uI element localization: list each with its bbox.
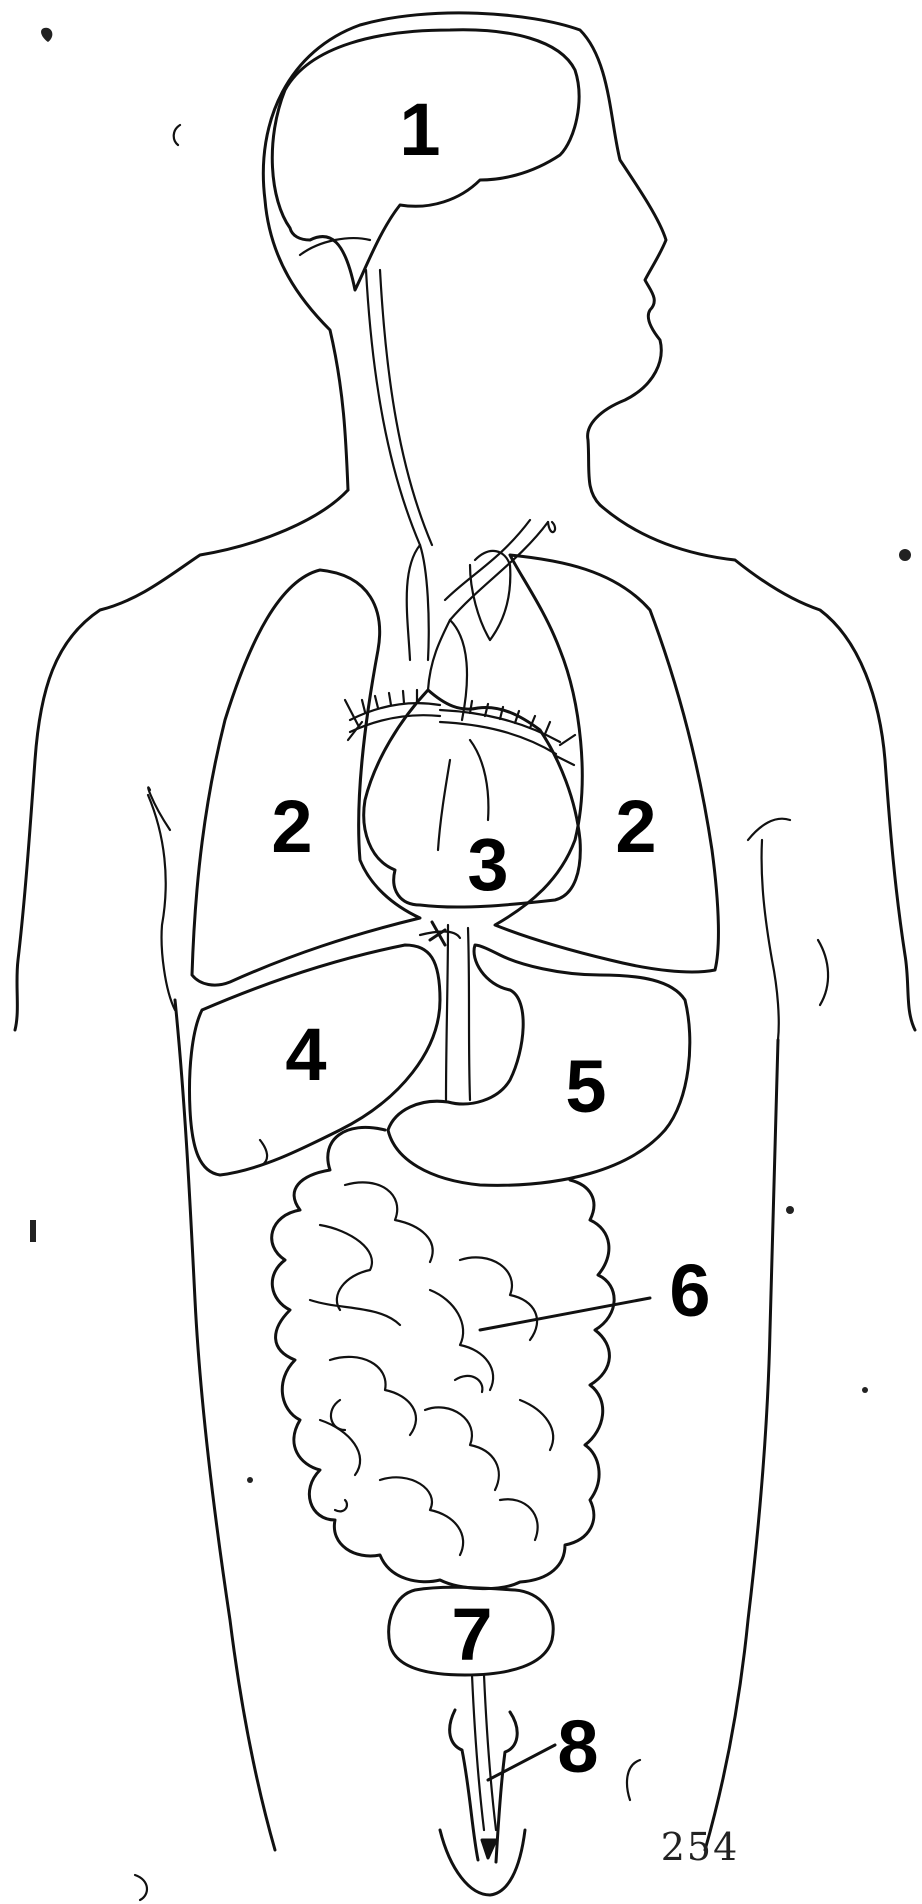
label-small-intestine: 6 xyxy=(669,1249,710,1332)
spinal-cord xyxy=(366,270,432,660)
lung-right xyxy=(495,555,718,972)
urethra xyxy=(440,1675,525,1895)
stomach xyxy=(388,945,690,1185)
label-heart: 3 xyxy=(467,823,508,906)
label-liver: 4 xyxy=(285,1013,326,1096)
leader-line-8 xyxy=(488,1745,555,1780)
label-urethra: 8 xyxy=(557,1705,598,1788)
right-shoulder-arm xyxy=(600,505,915,1030)
torso-right-side xyxy=(705,1040,778,1850)
esophagus xyxy=(420,922,470,1100)
label-bladder: 7 xyxy=(451,1593,492,1676)
body-outline xyxy=(15,13,915,1850)
small-intestine xyxy=(272,1127,614,1588)
label-lung-right: 2 xyxy=(615,785,656,868)
liver-lobe xyxy=(260,1140,267,1165)
page-number: 254 xyxy=(661,1825,740,1869)
left-arm-inner xyxy=(148,795,175,1010)
leader-line-6 xyxy=(480,1298,650,1330)
label-stomach: 5 xyxy=(565,1045,606,1128)
label-lung-left: 2 xyxy=(271,785,312,868)
label-brain: 1 xyxy=(399,88,440,171)
right-arm-inner xyxy=(762,840,779,1040)
left-shoulder-arm xyxy=(15,490,348,1030)
head-outline xyxy=(263,13,666,505)
right-armpit xyxy=(748,819,790,840)
lung-left xyxy=(192,570,420,985)
